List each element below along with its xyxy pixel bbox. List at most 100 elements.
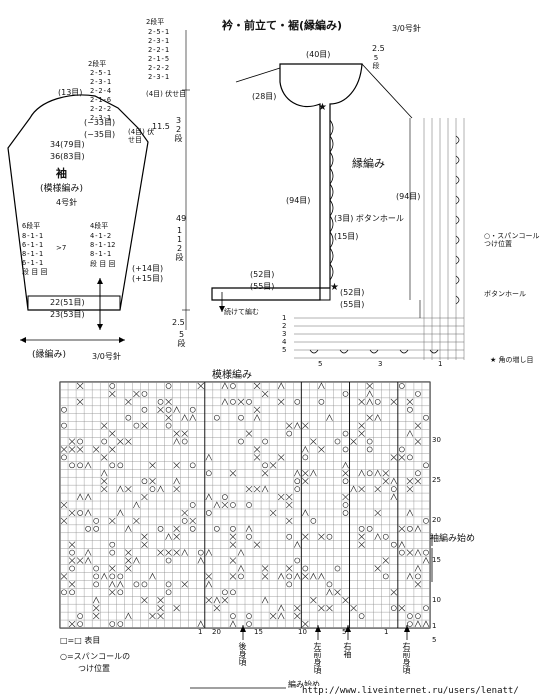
front-sts: (94目) — [286, 196, 311, 205]
row-number: 30 — [432, 436, 441, 444]
row-number: 5 — [432, 636, 437, 644]
start-label: 袖編み始め — [430, 534, 476, 544]
dec-row: 2-5-1 — [148, 28, 170, 36]
inc-left-label: 6段平 — [22, 222, 41, 230]
width-34: 34(79目) — [50, 140, 85, 149]
edge-row-labels: 1 2 3 4 5 — [282, 314, 286, 354]
arrow-label-right-front: 右前身頃 — [402, 642, 411, 674]
dec-row: 2-2-1 — [148, 46, 170, 54]
sleeve-outline — [7, 94, 149, 311]
dec-top-rows: 2-5-1 2-3-1 2-2-1 2-1-5 2-2-2 2-3-1 — [148, 28, 169, 82]
hem-55: (55目) — [250, 282, 275, 291]
arrow-label-left-front: 左前身頃 — [313, 642, 322, 674]
inc-right-rows: 4-1-2 8-1-12 8-1-1 — [90, 232, 115, 259]
dec-top-end: (4目) 伏せ目 — [146, 90, 187, 98]
chart-hem-55: (55目) — [340, 300, 365, 309]
plus-14: (+14目) — [132, 264, 164, 273]
bottom-label: 編み始め — [286, 680, 322, 689]
dec-row: 2-3-1 — [148, 37, 170, 45]
cuff-needle: 3/0号針 — [92, 352, 121, 361]
cuff-23: 23(53目) — [50, 310, 85, 319]
inc-right-end: 段 目 回 — [90, 260, 116, 268]
gap-label: (15目) — [334, 232, 359, 241]
dec-row: 2-3-1 — [148, 73, 170, 81]
bottom-number: 5 — [342, 628, 347, 636]
dec-row: 2-3-1 — [90, 78, 112, 86]
neg-33: (−33目) — [84, 118, 116, 127]
bottom-number: 10 — [298, 628, 307, 636]
dec-row: 2-2-2 — [148, 64, 170, 72]
neg-35: (−35目) — [84, 130, 116, 139]
inc-row: 6-1-1 — [22, 259, 44, 267]
inc-left-repeat-value: 7 — [61, 244, 67, 252]
row-number: 15 — [432, 556, 441, 564]
pattern-chart-title: 模様編み — [212, 370, 252, 381]
bottom-number: 15 — [254, 628, 263, 636]
pickup-label: 続けて編む — [224, 308, 259, 316]
sleeve-pattern: (模様編み) — [40, 184, 84, 194]
right-numbers: 30 25 20 15 10 5 — [432, 420, 441, 660]
dec-row: 2-3-1 — [90, 114, 112, 122]
legend-sequin-2: つけ位置 — [78, 664, 110, 673]
cap-height: 11.5 — [152, 122, 170, 131]
start-mark-3: 3 — [378, 360, 383, 368]
chart-hem-52: (52目) — [340, 288, 365, 297]
inc-row: 8-1-1 — [22, 250, 44, 258]
star-mark-top: ★ — [318, 102, 327, 113]
top-rows: 5段 — [372, 54, 380, 69]
pattern-chart-grid — [60, 382, 430, 628]
star-mark-bottom: ★ — [330, 282, 339, 293]
sleeve-needle: 4号針 — [56, 198, 78, 207]
inc-left-end: 段 目 回 — [22, 268, 48, 276]
row-label: 1 — [282, 314, 287, 322]
inc-left-rows: 8-1-1 6-1-1 8-1-1 6-1-1 — [22, 232, 43, 268]
inc-row: 8-1-1 — [22, 232, 44, 240]
cap-sts: (13目) — [58, 88, 83, 97]
row-number: 25 — [432, 476, 441, 484]
collar-needle: 3/0号針 — [392, 24, 421, 33]
row-number: 10 — [432, 596, 441, 604]
legend-knit: □=□ 表目 — [60, 636, 101, 645]
inc-left-repeat: >7 — [56, 244, 67, 252]
dec-row: 2-1-6 — [90, 96, 112, 104]
dec-row: 2-5-1 — [90, 69, 112, 77]
hem-52: (52目) — [250, 270, 275, 279]
watermark: http://www.liveinternet.ru/users/lenatt/ — [302, 686, 519, 696]
inc-row: 8-1-12 — [90, 241, 116, 249]
plus-15: (+15目) — [132, 274, 164, 283]
bottom-number: 1 — [384, 628, 389, 636]
neck-sts: (40目) — [306, 50, 331, 59]
dec-row: 2-2-4 — [90, 87, 112, 95]
inc-right-label: 4段平 — [90, 222, 109, 230]
dec-mid-end: (4目) 伏せ目 — [128, 128, 155, 144]
dec-mid-rows: 2-5-1 2-3-1 2-2-4 2-1-6 2-2-2 2-3-1 — [90, 69, 111, 123]
buttonhole-label: (3目) ボタンホール — [334, 214, 404, 223]
start-mark-5: 5 — [318, 360, 323, 368]
row-label: 4 — [282, 338, 287, 346]
inc-row: 4-1-2 — [90, 232, 112, 240]
dec-row: 2-1-5 — [148, 55, 170, 63]
inc-row: 8-1-1 — [90, 250, 112, 258]
edge-chart-grid — [294, 118, 465, 360]
sleeve-cuff — [27, 295, 121, 311]
cuff-rows: 5段 — [177, 330, 186, 347]
cuff-22: 22(51目) — [50, 298, 85, 307]
bottom-number: 20 — [212, 628, 221, 636]
top-h: 2.5 — [372, 44, 385, 53]
width-36: 36(83目) — [50, 152, 85, 161]
row-number-1: 1 — [432, 622, 437, 630]
arrow-label-back: 後身頃 — [238, 642, 247, 666]
body-height: 49 — [176, 214, 187, 223]
row-number: 20 — [432, 516, 441, 524]
buttonhole-note: ボタンホール — [484, 290, 526, 298]
collar-title: 衿・前立て・裾(縁編み) — [222, 19, 343, 32]
row-label: 3 — [282, 330, 287, 338]
arrow-label-right-sleeve: 右袖 — [343, 642, 352, 658]
sleeve-title: 袖 — [56, 167, 67, 180]
row-label: 2 — [282, 322, 287, 330]
dec-mid-label: 2段平 — [88, 60, 107, 68]
row-label: 5 — [282, 346, 287, 354]
corner-note-text: 角の増し目 — [498, 356, 534, 364]
cuff-height: 2.5 — [172, 318, 185, 327]
